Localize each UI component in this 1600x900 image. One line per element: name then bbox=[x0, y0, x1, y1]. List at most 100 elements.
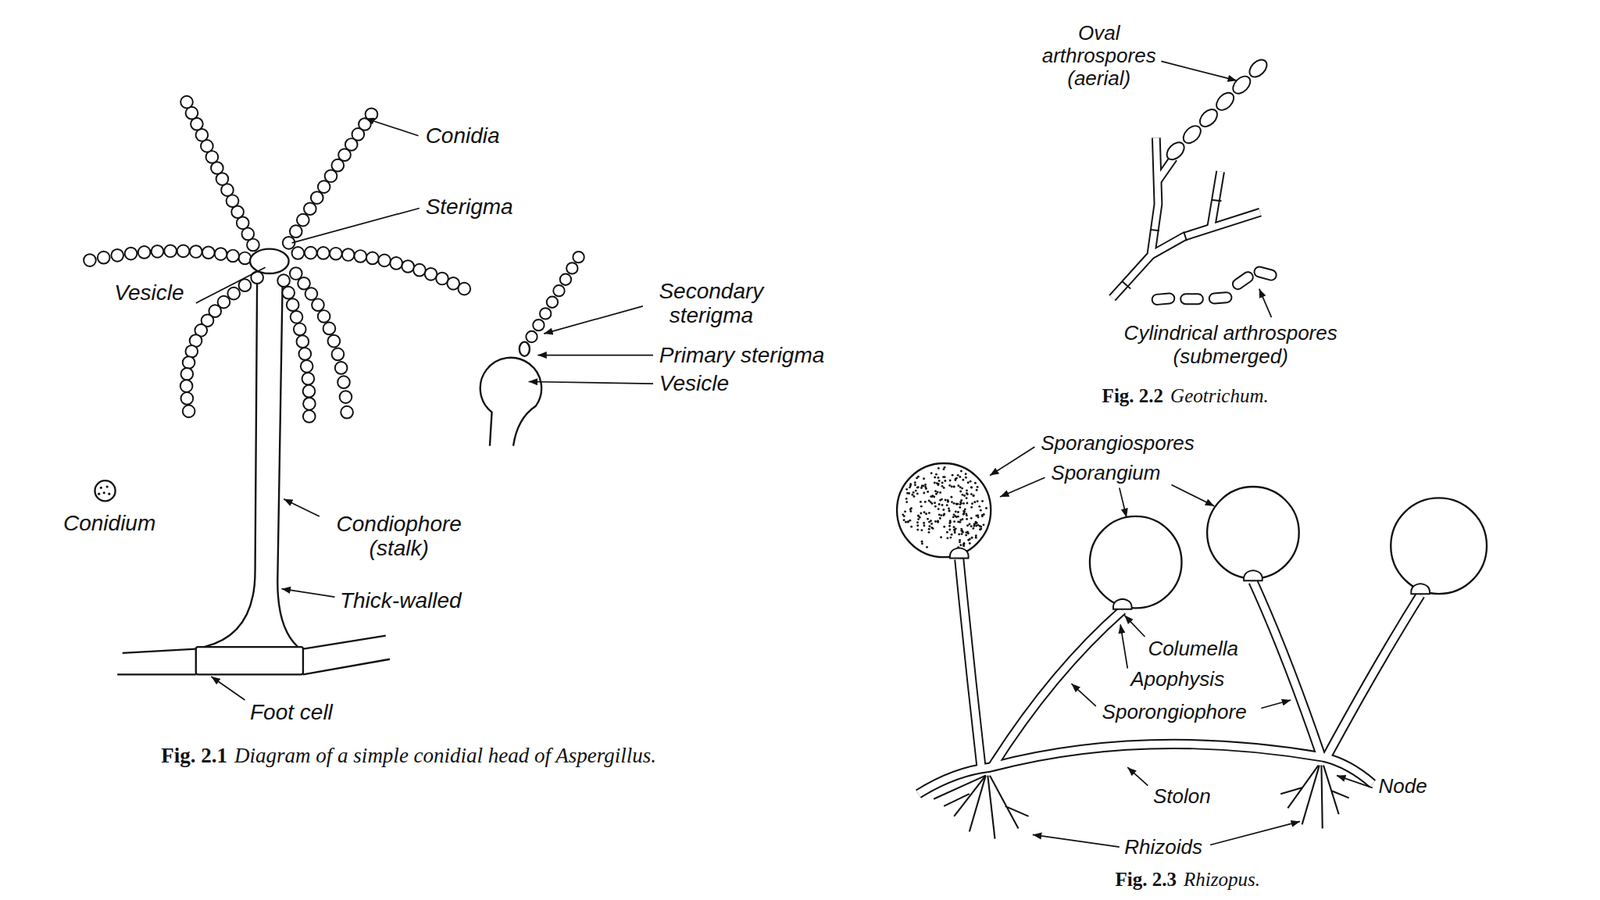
spore-dot bbox=[939, 514, 943, 517]
spore-dot bbox=[961, 478, 965, 482]
spore-dot bbox=[903, 518, 906, 522]
conidium-bead bbox=[457, 282, 471, 296]
spore-dot bbox=[922, 477, 925, 480]
spore-dot bbox=[965, 492, 968, 495]
oval-arthrospore bbox=[1213, 89, 1237, 114]
spore-dot bbox=[957, 521, 960, 524]
hypha-stroke bbox=[959, 559, 983, 771]
spore-dot bbox=[901, 513, 904, 516]
part-label: Vesicle bbox=[114, 280, 184, 305]
conidium-bead bbox=[293, 323, 307, 336]
conidium-bead bbox=[566, 262, 578, 274]
conidium-bead bbox=[300, 360, 314, 373]
hypha-stroke bbox=[1326, 594, 1421, 758]
spore-dot bbox=[963, 510, 966, 513]
spore-dot bbox=[930, 471, 933, 475]
leader-line bbox=[1160, 60, 1237, 81]
spore-dot bbox=[974, 522, 977, 525]
spore-dot bbox=[916, 492, 919, 495]
rhizoid-line bbox=[987, 775, 995, 840]
conidium-bead bbox=[292, 246, 305, 260]
spore-dot bbox=[916, 521, 919, 524]
spore-dot bbox=[970, 506, 973, 509]
spore-dot bbox=[928, 531, 931, 534]
spore-dot bbox=[919, 512, 922, 515]
spore-dot bbox=[963, 494, 966, 497]
spore-dot bbox=[957, 484, 960, 487]
spore-dot bbox=[953, 531, 957, 534]
leader-line bbox=[283, 499, 320, 517]
spore-dot bbox=[960, 470, 963, 473]
spore-dot bbox=[961, 531, 965, 534]
conidia-chains bbox=[83, 96, 585, 423]
spore-dot bbox=[920, 486, 923, 490]
aspergillus-drawing bbox=[94, 275, 542, 675]
part-label: Stolon bbox=[1153, 785, 1211, 809]
conidium-bead bbox=[389, 257, 403, 270]
spore-dot bbox=[924, 483, 927, 486]
spore-dot bbox=[942, 508, 945, 511]
leader-line bbox=[528, 381, 654, 384]
conidium-bead bbox=[335, 361, 348, 375]
leader-line bbox=[1000, 477, 1045, 497]
part-label: Secondary sterigma bbox=[632, 278, 790, 329]
part-label: Sporongiophore bbox=[1102, 700, 1247, 724]
conidium-bead bbox=[189, 245, 203, 258]
spore-dot bbox=[923, 510, 926, 514]
leader-line bbox=[1032, 834, 1120, 847]
hypha-stroke bbox=[1253, 581, 1322, 758]
spore-dot bbox=[955, 502, 958, 505]
cylindrical-arthrospore bbox=[1151, 292, 1175, 306]
spore-dot bbox=[938, 513, 941, 516]
leader-line bbox=[1171, 484, 1215, 506]
conidium-bead bbox=[303, 410, 316, 423]
spore-dot bbox=[953, 528, 956, 532]
leader-line bbox=[292, 207, 420, 243]
hypha-stroke bbox=[992, 610, 1123, 768]
spore-dot bbox=[938, 503, 941, 506]
spore-dot bbox=[948, 521, 951, 525]
part-label: Apophysis bbox=[1130, 667, 1225, 691]
leader-lines bbox=[196, 60, 1373, 847]
spore-dot bbox=[909, 510, 912, 513]
conidium-bead bbox=[125, 247, 138, 261]
spore-dot bbox=[948, 525, 951, 528]
conidium-bead bbox=[303, 202, 317, 215]
hypha-stroke bbox=[918, 743, 1373, 794]
spore-dot bbox=[965, 514, 968, 517]
spore-dot bbox=[937, 467, 940, 470]
spore-dot bbox=[974, 482, 977, 485]
conidium-bead bbox=[296, 335, 309, 348]
spore-dot bbox=[919, 500, 922, 504]
conidium-bead bbox=[289, 225, 303, 238]
rhizoid-line bbox=[1302, 765, 1320, 825]
conidium-bead bbox=[181, 392, 194, 405]
part-label: Oval arthrospores (aerial) bbox=[1025, 21, 1174, 90]
spore-dot bbox=[962, 502, 965, 505]
spore-dot bbox=[936, 483, 940, 486]
figure-caption: Geotrichum. bbox=[1170, 385, 1269, 408]
spore-dot bbox=[971, 536, 974, 540]
part-label: Sterigma bbox=[425, 194, 514, 219]
spore-dot bbox=[921, 542, 924, 545]
hypha-stroke bbox=[918, 743, 1373, 794]
leader-line bbox=[1119, 487, 1127, 518]
spore-dot bbox=[943, 466, 947, 469]
spore-dot bbox=[975, 534, 978, 537]
figure-caption: Diagram of a simple conidial head of Asp… bbox=[234, 742, 657, 767]
spore-dot bbox=[937, 476, 940, 479]
spore-dot bbox=[921, 540, 924, 543]
spore-dot bbox=[953, 514, 957, 518]
spore-dot bbox=[909, 484, 912, 487]
conidium-bead bbox=[366, 252, 379, 265]
spore-dot bbox=[935, 473, 938, 476]
spore-dot bbox=[917, 475, 920, 479]
spore-dot bbox=[958, 506, 961, 509]
spore-dot bbox=[950, 485, 954, 488]
part-label: Sporangium bbox=[1050, 461, 1161, 485]
spore-dot bbox=[948, 510, 951, 513]
spore-dot bbox=[920, 528, 923, 532]
spore-dot bbox=[977, 516, 980, 519]
conidium-bead bbox=[305, 287, 318, 300]
spore-dot bbox=[957, 510, 960, 514]
